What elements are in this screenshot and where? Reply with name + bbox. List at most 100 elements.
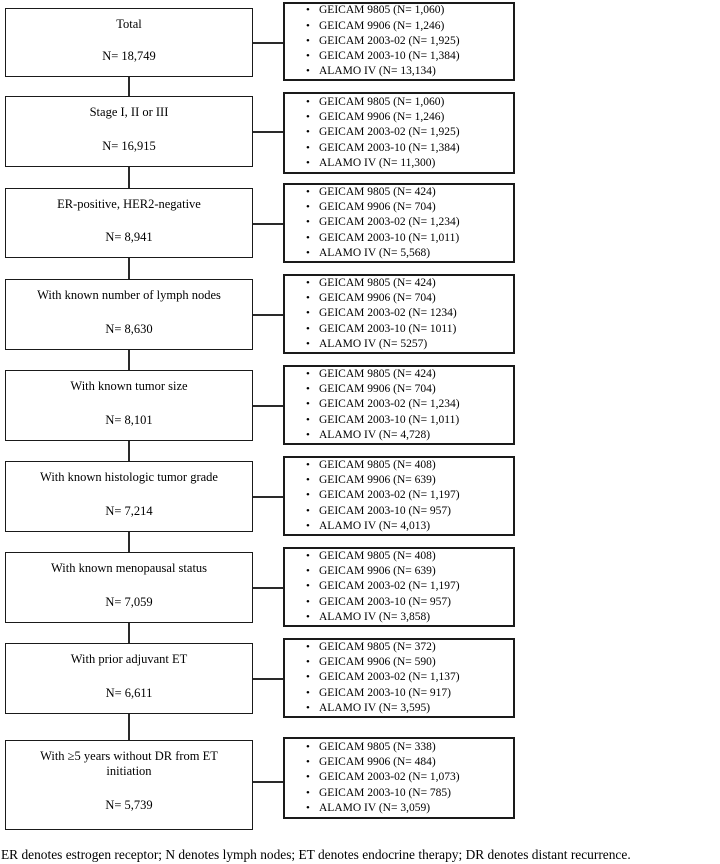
study-item: GEICAM 2003-10 (N= 917) [306, 686, 460, 701]
criteria-box-lymph-nodes: With known number of lymph nodes N= 8,63… [5, 279, 253, 350]
studies-list: GEICAM 9805 (N= 1,060) GEICAM 9906 (N= 1… [285, 0, 462, 82]
criteria-count: N= 8,630 [105, 322, 153, 336]
study-item: GEICAM 9805 (N= 1,060) [306, 3, 460, 18]
criteria-label: With known number of lymph nodes [37, 288, 221, 302]
study-item: GEICAM 9805 (N= 1,060) [306, 95, 460, 110]
studies-box: GEICAM 9805 (N= 424) GEICAM 9906 (N= 704… [283, 274, 515, 354]
studies-list: GEICAM 9805 (N= 424) GEICAM 9906 (N= 704… [285, 273, 459, 355]
study-item: GEICAM 2003-10 (N= 1,011) [306, 231, 460, 246]
study-item: GEICAM 9906 (N= 1,246) [306, 19, 460, 34]
studies-box: GEICAM 9805 (N= 1,060) GEICAM 9906 (N= 1… [283, 92, 515, 174]
criteria-label: ER-positive, HER2-negative [57, 197, 201, 211]
criteria-label: With prior adjuvant ET [70, 652, 188, 666]
study-item: GEICAM 2003-10 (N= 957) [306, 595, 460, 610]
criteria-label: Stage I, II or III [89, 105, 169, 119]
footnote: ER denotes estrogen receptor; N denotes … [1, 847, 631, 862]
study-item: GEICAM 9805 (N= 408) [306, 458, 460, 473]
connector-line [128, 714, 130, 740]
study-item: GEICAM 2003-10 (N= 1,011) [306, 413, 460, 428]
study-item: GEICAM 9906 (N= 1,246) [306, 110, 460, 125]
connector-line [253, 587, 283, 589]
study-item: ALAMO IV (N= 4,728) [306, 428, 460, 443]
study-item: GEICAM 2003-10 (N= 1011) [306, 322, 457, 337]
criteria-box-total: Total N= 18,749 [5, 8, 253, 77]
connector-line [253, 405, 283, 407]
criteria-label: With known menopausal status [50, 561, 208, 575]
study-item: GEICAM 2003-10 (N= 957) [306, 504, 460, 519]
criteria-count: N= 7,059 [105, 595, 153, 609]
studies-list: GEICAM 9805 (N= 424) GEICAM 9906 (N= 704… [285, 364, 462, 446]
study-item: GEICAM 2003-02 (N= 1,925) [306, 125, 460, 140]
connector-line [128, 258, 130, 279]
criteria-count: N= 16,915 [102, 139, 156, 153]
study-item: GEICAM 9906 (N= 484) [306, 755, 460, 770]
connector-line [253, 496, 283, 498]
criteria-box-dr-free: With ≥5 years without DR from ET initiat… [5, 740, 253, 830]
study-item: ALAMO IV (N= 3,059) [306, 801, 460, 816]
study-item: GEICAM 9805 (N= 372) [306, 640, 460, 655]
study-item: GEICAM 2003-02 (N= 1,137) [306, 670, 460, 685]
criteria-count: N= 7,214 [105, 504, 153, 518]
study-item: ALAMO IV (N= 5257) [306, 337, 457, 352]
studies-box: GEICAM 9805 (N= 424) GEICAM 9906 (N= 704… [283, 183, 515, 263]
study-item: GEICAM 9805 (N= 408) [306, 549, 460, 564]
study-item: GEICAM 2003-10 (N= 1,384) [306, 141, 460, 156]
criteria-label: With ≥5 years without DR from ET initiat… [40, 749, 218, 778]
study-item: GEICAM 9805 (N= 424) [306, 185, 460, 200]
studies-list: GEICAM 9805 (N= 372) GEICAM 9906 (N= 590… [285, 637, 462, 719]
study-item: GEICAM 9805 (N= 424) [306, 276, 457, 291]
study-item: GEICAM 2003-02 (N= 1,925) [306, 34, 460, 49]
studies-list: GEICAM 9805 (N= 338) GEICAM 9906 (N= 484… [285, 737, 462, 819]
study-item: ALAMO IV (N= 5,568) [306, 246, 460, 261]
studies-list: GEICAM 9805 (N= 424) GEICAM 9906 (N= 704… [285, 182, 462, 264]
study-item: GEICAM 9906 (N= 639) [306, 564, 460, 579]
criteria-count: N= 8,941 [105, 230, 153, 244]
study-item: GEICAM 9906 (N= 704) [306, 382, 460, 397]
studies-box: GEICAM 9805 (N= 372) GEICAM 9906 (N= 590… [283, 638, 515, 718]
studies-box: GEICAM 9805 (N= 408) GEICAM 9906 (N= 639… [283, 547, 515, 627]
study-item: GEICAM 2003-02 (N= 1234) [306, 306, 457, 321]
criteria-box-tumor-grade: With known histologic tumor grade N= 7,2… [5, 461, 253, 532]
study-item: GEICAM 9805 (N= 338) [306, 740, 460, 755]
study-item: GEICAM 9805 (N= 424) [306, 367, 460, 382]
studies-box: GEICAM 9805 (N= 424) GEICAM 9906 (N= 704… [283, 365, 515, 445]
criteria-box-er-her2: ER-positive, HER2-negative N= 8,941 [5, 188, 253, 258]
criteria-box-tumor-size: With known tumor size N= 8,101 [5, 370, 253, 441]
study-item: ALAMO IV (N= 3,595) [306, 701, 460, 716]
connector-line [253, 42, 283, 44]
connector-line [128, 623, 130, 643]
criteria-label: With known histologic tumor grade [40, 470, 218, 484]
study-item: GEICAM 2003-10 (N= 785) [306, 786, 460, 801]
studies-box: GEICAM 9805 (N= 408) GEICAM 9906 (N= 639… [283, 456, 515, 536]
connector-line [128, 532, 130, 552]
criteria-count: N= 6,611 [105, 686, 153, 700]
study-item: ALAMO IV (N= 13,134) [306, 64, 460, 79]
criteria-label: Total [116, 17, 142, 31]
study-item: GEICAM 9906 (N= 704) [306, 291, 457, 306]
connector-line [253, 678, 283, 680]
study-item: GEICAM 9906 (N= 704) [306, 200, 460, 215]
studies-list: GEICAM 9805 (N= 408) GEICAM 9906 (N= 639… [285, 546, 462, 628]
connector-line [128, 167, 130, 188]
criteria-box-menopausal: With known menopausal status N= 7,059 [5, 552, 253, 623]
studies-box: GEICAM 9805 (N= 338) GEICAM 9906 (N= 484… [283, 737, 515, 819]
connector-line [128, 350, 130, 370]
study-item: GEICAM 9906 (N= 590) [306, 655, 460, 670]
studies-list: GEICAM 9805 (N= 1,060) GEICAM 9906 (N= 1… [285, 92, 462, 174]
study-item: ALAMO IV (N= 11,300) [306, 156, 460, 171]
connector-line [128, 77, 130, 96]
study-item: GEICAM 2003-02 (N= 1,197) [306, 579, 460, 594]
study-item: ALAMO IV (N= 4,013) [306, 519, 460, 534]
criteria-count: N= 8,101 [105, 413, 153, 427]
studies-box: GEICAM 9805 (N= 1,060) GEICAM 9906 (N= 1… [283, 2, 515, 81]
criteria-box-stage: Stage I, II or III N= 16,915 [5, 96, 253, 167]
study-item: GEICAM 2003-02 (N= 1,234) [306, 397, 460, 412]
study-item: ALAMO IV (N= 3,858) [306, 610, 460, 625]
connector-line [128, 441, 130, 461]
connector-line [253, 131, 283, 133]
study-item: GEICAM 2003-02 (N= 1,197) [306, 488, 460, 503]
connector-line [253, 223, 283, 225]
connector-line [253, 314, 283, 316]
studies-list: GEICAM 9805 (N= 408) GEICAM 9906 (N= 639… [285, 455, 462, 537]
